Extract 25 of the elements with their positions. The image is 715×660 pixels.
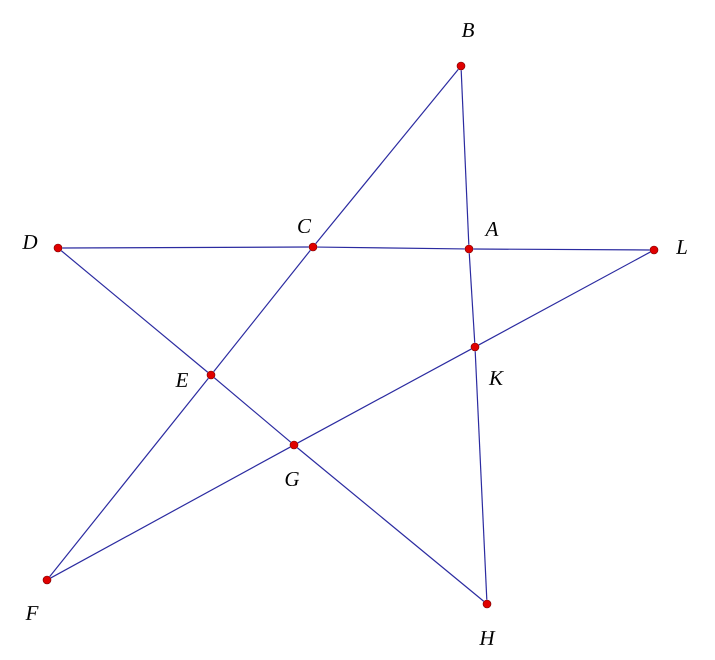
line-segment: [317, 246, 465, 250]
line-segment: [478, 252, 650, 346]
point-label: F: [25, 606, 39, 620]
point-label: B: [462, 23, 474, 37]
point-label: E: [175, 373, 188, 387]
line-segment: [460, 70, 470, 245]
point-label: D: [22, 235, 38, 249]
line-segment: [49, 378, 209, 578]
line-segment: [315, 68, 459, 244]
line-segment: [213, 250, 311, 372]
point-label: L: [676, 240, 687, 254]
line-segment: [473, 248, 650, 251]
line-segment: [50, 446, 291, 578]
point-label: G: [286, 472, 300, 486]
line-segment: [296, 447, 484, 602]
point-label: K: [488, 371, 504, 385]
point-label: A: [484, 222, 498, 236]
line-segment: [62, 246, 309, 249]
line-segment: [474, 351, 488, 600]
line-segment: [298, 348, 472, 444]
line-segment: [468, 253, 476, 343]
line-segment: [60, 250, 208, 373]
line-segment: [214, 377, 292, 443]
point-label: C: [298, 218, 312, 234]
point-label: H: [479, 631, 496, 645]
